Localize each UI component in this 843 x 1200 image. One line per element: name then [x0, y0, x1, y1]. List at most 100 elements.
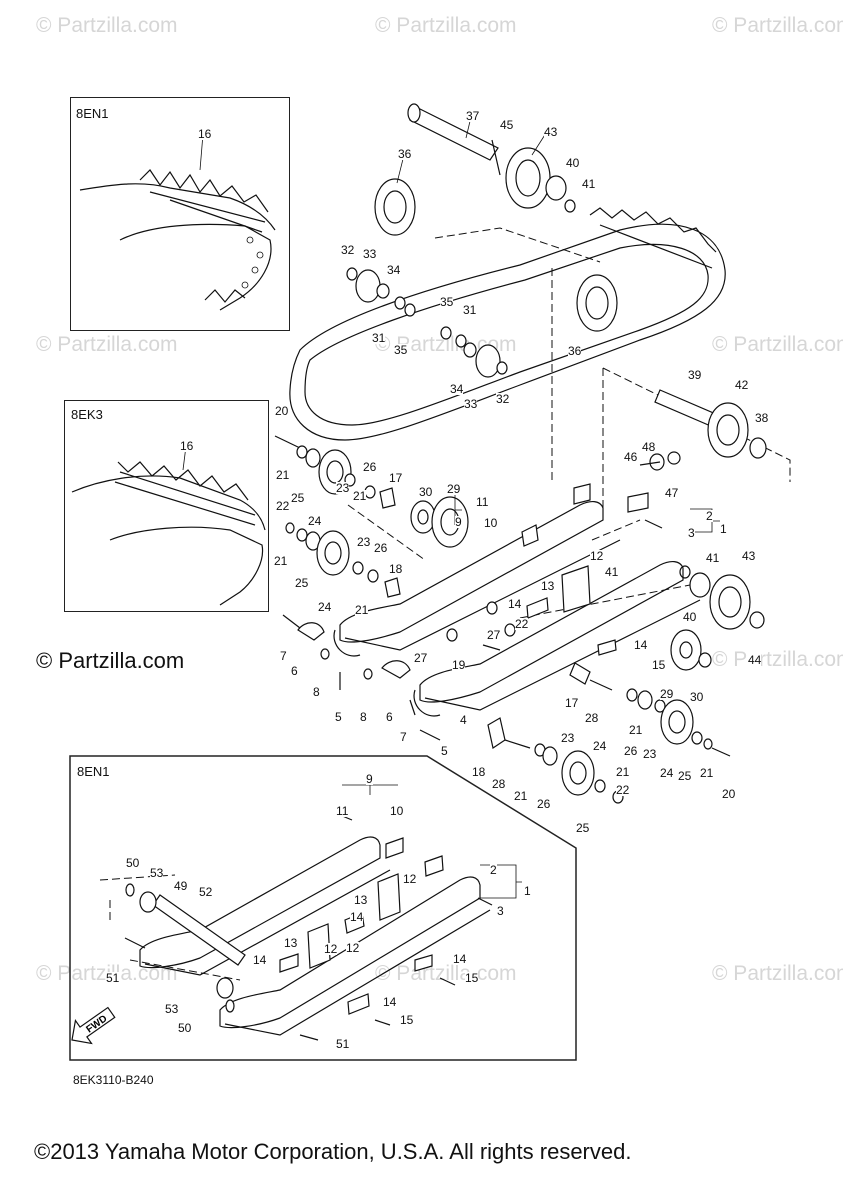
callout-17: 17 — [389, 471, 403, 485]
callout-26: 26 — [374, 541, 388, 555]
callout-36: 36 — [398, 147, 412, 161]
callout-50: 50 — [126, 856, 140, 870]
callout-43: 43 — [742, 549, 756, 563]
callout-21: 21 — [616, 765, 630, 779]
dashed-leader — [99, 874, 176, 881]
callout-5: 5 — [335, 710, 342, 724]
callout-2: 2 — [490, 863, 497, 877]
dashed-leader — [602, 367, 791, 482]
callout-4: 4 — [460, 713, 467, 727]
callout-21: 21 — [274, 554, 288, 568]
callout-20: 20 — [275, 404, 289, 418]
callout-10: 10 — [484, 516, 498, 530]
inset-box-8en1-slide — [69, 755, 577, 1061]
watermark: © Partzilla.com — [712, 14, 843, 37]
inset-label-8en1-slide: 8EN1 — [77, 764, 110, 779]
callout-23: 23 — [336, 481, 350, 495]
callout-34: 34 — [450, 382, 464, 396]
callout-20: 20 — [722, 787, 736, 801]
callout-31: 31 — [372, 331, 386, 345]
inset-label-8en1: 8EN1 — [76, 106, 109, 121]
watermark: © Partzilla.com — [712, 962, 843, 985]
callout-23: 23 — [357, 535, 371, 549]
callout-53: 53 — [165, 1002, 179, 1016]
callout-14: 14 — [508, 597, 522, 611]
callout-25: 25 — [295, 576, 309, 590]
callout-39: 39 — [688, 368, 702, 382]
callout-41: 41 — [605, 565, 619, 579]
callout-49: 49 — [174, 879, 188, 893]
callout-9: 9 — [366, 772, 373, 786]
rear-axle-assembly — [374, 103, 618, 332]
callout-17: 17 — [565, 696, 579, 710]
callout-10: 10 — [390, 804, 404, 818]
callout-26: 26 — [537, 797, 551, 811]
callout-8: 8 — [313, 685, 320, 699]
callout-23: 23 — [561, 731, 575, 745]
idler-hardware-upper — [346, 267, 508, 378]
callout-14: 14 — [253, 953, 267, 967]
callout-21: 21 — [514, 789, 528, 803]
callout-16: 16 — [198, 127, 212, 141]
callout-6: 6 — [386, 710, 393, 724]
callout-43: 43 — [544, 125, 558, 139]
callout-1: 1 — [524, 884, 531, 898]
inset-label-8ek3: 8EK3 — [71, 407, 103, 422]
callout-51: 51 — [336, 1037, 350, 1051]
dashed-leader — [347, 504, 426, 561]
callout-35: 35 — [394, 343, 408, 357]
callout-53: 53 — [150, 866, 164, 880]
callout-34: 34 — [387, 263, 401, 277]
callout-29: 29 — [447, 482, 461, 496]
brand-watermark: © Partzilla.com — [36, 648, 185, 673]
callout-26: 26 — [624, 744, 638, 758]
callout-14: 14 — [634, 638, 648, 652]
callout-12: 12 — [346, 941, 360, 955]
callout-9: 9 — [455, 515, 462, 529]
callout-41: 41 — [582, 177, 596, 191]
fwd-arrow: FWD — [71, 1006, 116, 1045]
callout-51: 51 — [106, 971, 120, 985]
inset-box-8ek3-track — [64, 400, 269, 612]
callout-24: 24 — [593, 739, 607, 753]
dashed-leader — [591, 519, 641, 541]
callout-21: 21 — [276, 468, 290, 482]
callout-31: 31 — [463, 303, 477, 317]
callout-29: 29 — [660, 687, 674, 701]
callout-30: 30 — [419, 485, 433, 499]
callout-18: 18 — [389, 562, 403, 576]
dashed-leader — [519, 584, 691, 619]
callout-47: 47 — [665, 486, 679, 500]
callout-12: 12 — [403, 872, 417, 886]
callout-14: 14 — [350, 910, 364, 924]
callout-40: 40 — [566, 156, 580, 170]
callout-2: 2 — [706, 509, 713, 523]
callout-46: 46 — [624, 450, 638, 464]
callout-24: 24 — [660, 766, 674, 780]
dashed-leader — [129, 959, 241, 981]
callout-22: 22 — [276, 499, 290, 513]
callout-6: 6 — [291, 664, 298, 678]
callout-3: 3 — [688, 526, 695, 540]
callout-42: 42 — [735, 378, 749, 392]
watermark: © Partzilla.com — [712, 648, 843, 671]
callout-13: 13 — [284, 936, 298, 950]
callout-27: 27 — [414, 651, 428, 665]
watermark: © Partzilla.com — [36, 14, 178, 37]
slide-rail-detail-8en1 — [124, 814, 493, 1041]
callout-5: 5 — [441, 744, 448, 758]
callout-12: 12 — [590, 549, 604, 563]
callout-45: 45 — [500, 118, 514, 132]
callout-28: 28 — [492, 777, 506, 791]
callout-11: 11 — [476, 495, 489, 509]
diagram-code: 8EK3110-B240 — [73, 1073, 154, 1087]
watermark: © Partzilla.com — [375, 962, 517, 985]
callout-12: 12 — [324, 942, 338, 956]
callout-28: 28 — [585, 711, 599, 725]
callout-48: 48 — [642, 440, 656, 454]
callout-7: 7 — [280, 649, 287, 663]
watermark: © Partzilla.com — [36, 333, 178, 356]
callout-21: 21 — [353, 489, 367, 503]
callout-18: 18 — [472, 765, 486, 779]
callout-7: 7 — [400, 730, 407, 744]
